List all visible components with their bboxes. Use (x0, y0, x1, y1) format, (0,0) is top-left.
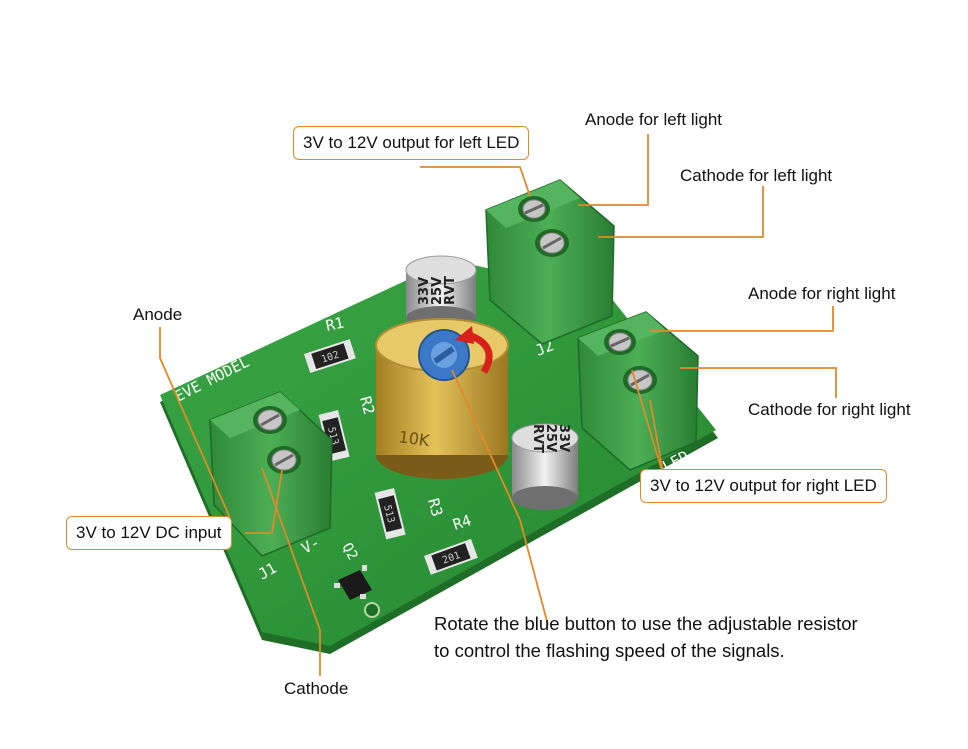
rotate-description: Rotate the blue button to use the adjust… (434, 610, 858, 664)
terminal-j1 (209, 391, 333, 557)
cap-top-line3: RVT (443, 276, 458, 305)
j3-screw-1[interactable] (604, 329, 636, 355)
callout-anode-input: Anode (133, 305, 183, 324)
callout-anode-left: Anode for left light (585, 110, 723, 129)
line-anode-left (578, 134, 649, 206)
resistor-r4: 201 (424, 538, 478, 575)
line-rotate (451, 369, 549, 626)
resistor-r3: 513 (374, 488, 406, 540)
callout-right-led-output: 3V to 12V output for right LED (640, 469, 887, 503)
silk-r3: R3 (424, 496, 446, 518)
line-cathode-right (680, 367, 837, 398)
pot-marking-text: 10K (397, 427, 431, 450)
cap-top-line1: 33V (417, 277, 432, 305)
r1-value-text: 102 (320, 349, 341, 365)
cap-bottom-line3: RVT (530, 424, 545, 453)
callout-dc-input: 3V to 12V DC input (66, 516, 232, 550)
callout-left-led-output: 3V to 12V output for left LED (293, 126, 530, 160)
j1-screw-2[interactable] (267, 446, 301, 474)
line-anode-input (159, 327, 231, 519)
j2-screw-2[interactable] (535, 229, 569, 257)
callout-cathode-right: Cathode for right light (748, 400, 911, 419)
line-anode-right (650, 306, 834, 332)
cap-bottom-line1: 33V (556, 424, 571, 452)
resistor-r1: 102 (304, 339, 356, 374)
silk-r1: R1 (324, 314, 345, 335)
j1-screw-1[interactable] (253, 406, 287, 434)
j3-screw-2[interactable] (623, 366, 657, 394)
callout-lines (159, 134, 837, 676)
silk-q2: Q2 (338, 540, 360, 562)
callout-cathode-left: Cathode for left light (680, 166, 833, 185)
line-dc-input (245, 469, 283, 534)
cap-bottom-line2: 25V (543, 424, 558, 452)
callout-cathode-input: Cathode (284, 679, 349, 698)
line-left-led-output (420, 166, 531, 197)
silk-r4: R4 (451, 511, 474, 534)
rotate-line-2: to control the flashing speed of the sig… (434, 640, 785, 661)
rotate-arrow-icon (455, 326, 493, 374)
callout-anode-right: Anode for right light (748, 284, 896, 303)
cap-top-line2: 25V (430, 277, 445, 305)
line-cathode-left (598, 186, 764, 238)
pot-blue-knob[interactable] (418, 329, 470, 381)
terminal-j2 (485, 179, 615, 345)
r3-value-text: 513 (381, 504, 396, 524)
rotate-line-1: Rotate the blue button to use the adjust… (434, 613, 858, 634)
line-cathode-input (261, 467, 321, 676)
j2-screw-1[interactable] (518, 196, 550, 222)
capacitor-bottom: 33V 25V RVT (511, 423, 579, 510)
line-right-led-output (631, 369, 665, 479)
silk-r2: R2 (356, 394, 378, 416)
transistor-q2 (334, 565, 372, 600)
